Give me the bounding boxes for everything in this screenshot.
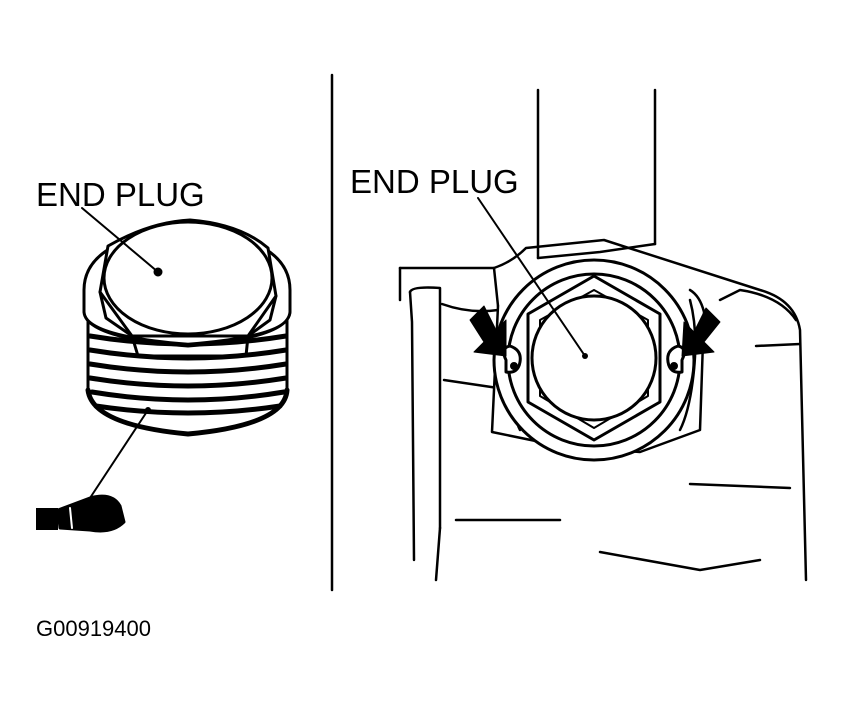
sealant-leader [89,409,149,499]
end-plug-hex [526,274,662,442]
left-callout-leader [81,207,159,273]
figure-code: G00919400 [36,616,151,641]
right-callout-leader [477,197,586,357]
end-plug-label-left: END PLUG [36,176,205,213]
end-plug-illustration [82,218,292,437]
arrow-icon [469,305,721,357]
end-plug-face [530,294,658,422]
plug-face [102,220,274,336]
sealant-tube-icon [36,494,126,533]
end-plug-label-right: END PLUG [350,163,519,200]
plug-threads [87,333,289,416]
